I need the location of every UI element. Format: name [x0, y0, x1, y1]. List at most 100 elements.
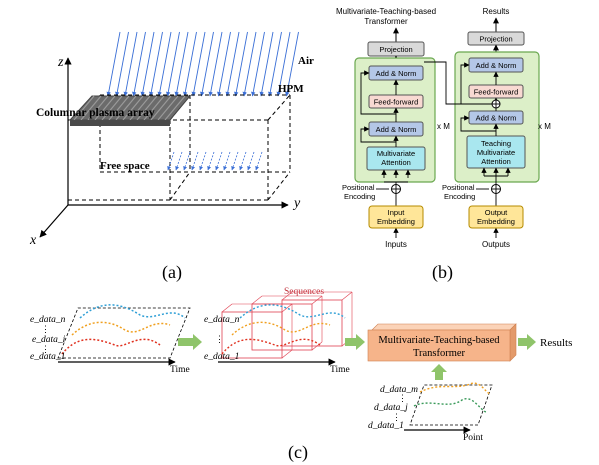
sequence-box-edge [221, 303, 233, 313]
axis-x-label: x [29, 233, 37, 248]
time-label-1: Time [170, 365, 190, 375]
positional-left-line1: Positional [342, 183, 375, 192]
e-data-n-label: e_data_n [30, 315, 66, 325]
attention-right-line2: Multivariate [477, 148, 515, 157]
plasma-column [136, 95, 158, 121]
flow-arrow-2 [345, 334, 365, 350]
seq-series-i [231, 321, 331, 336]
plasma-column [73, 95, 95, 121]
hpm-arrow [268, 31, 282, 97]
hpm-arrow [115, 31, 129, 97]
transformer-line2: Transformer [413, 348, 466, 359]
e-data-n-label-2: e_data_n [204, 315, 240, 325]
transmitted-arrow [199, 151, 207, 171]
sequences-plot: Sequences e_data_n e_data_1 ⋮ Time [204, 287, 353, 375]
hpm-arrow [157, 31, 172, 97]
e-data-1-label: e_data_1 [30, 352, 65, 362]
plasma-array-front [70, 120, 170, 126]
left-stack: Projection Add & Norm Feed-forward Add &… [342, 27, 450, 249]
panel-a-caption: (a) [162, 262, 182, 283]
input-embedding-line2: Embedding [377, 217, 415, 226]
projection-left-label: Projection [379, 45, 412, 54]
sequence-box-edge [341, 291, 353, 301]
hpm-incident-arrows [106, 31, 299, 97]
outputs-label: Outputs [482, 240, 510, 249]
hpm-arrow [200, 31, 214, 97]
transmitted-arrow [239, 151, 247, 171]
input-series-plot: e_data_n e_data_i e_data_1 ⋮ ⋮ Time [30, 304, 191, 375]
ellipsis-dots-a: ⋮ [41, 324, 50, 334]
panel-a: z y x Air HPM Columnar plasma array Free… [29, 31, 314, 283]
plasma-column [94, 95, 116, 121]
sequence-box [281, 299, 343, 347]
seq-series-n [239, 304, 346, 319]
transformer-line1: Multivariate-Teaching-based [378, 335, 500, 346]
plasma-column [164, 95, 186, 121]
decoder-series-plot: d_data_m d_data_j d_data_1 ⋮ ⋮ Point [368, 382, 493, 443]
hpm-arrow [149, 31, 163, 97]
transmitted-arrow [191, 151, 199, 171]
hpm-arrow [166, 31, 180, 97]
hpm-arrow [251, 31, 265, 97]
transmitted-arrow [247, 151, 255, 171]
projection-right-label: Projection [479, 35, 512, 44]
series-d-data-j [413, 398, 487, 413]
sequence-boxes [221, 291, 353, 359]
plasma-label: Columnar plasma array [36, 107, 155, 119]
hpm-arrow [285, 31, 299, 97]
panel-b-caption: (b) [432, 262, 453, 283]
d-data-j-label: d_data_j [374, 403, 408, 413]
d-data-1-label: d_data_1 [368, 421, 404, 431]
hpm-label: HPM [278, 83, 304, 95]
transmitted-arrow [207, 151, 215, 171]
repeat-right: x M [538, 122, 551, 131]
transmitted-arrow [255, 151, 263, 171]
plasma-column [108, 95, 130, 121]
add-norm-mid-left-label: Add & Norm [376, 125, 417, 134]
ellipsis-dots-e: ⋮ [392, 412, 401, 422]
sequence-box-edge [281, 291, 293, 301]
transmitted-arrow [183, 151, 191, 171]
attention-left-line1: Multivariate [377, 149, 415, 158]
series-e-data-n [79, 304, 186, 319]
axis-y-label: y [292, 196, 301, 211]
plasma-column [122, 95, 144, 121]
transmitted-arrow [231, 151, 239, 171]
add-norm-top-left-label: Add & Norm [376, 69, 417, 78]
point-label: Point [463, 433, 483, 443]
hpm-arrow [242, 31, 257, 97]
plasma-column [129, 95, 151, 121]
plasma-column [150, 95, 172, 121]
input-embedding-line1: Input [388, 208, 406, 217]
output-embedding-line2: Embedding [477, 217, 515, 226]
plasma-column [157, 95, 179, 121]
hpm-arrow [183, 31, 197, 97]
series-e-data-i [71, 321, 171, 336]
positional-right-line1: Positional [442, 183, 475, 192]
e-data-1-label-2: e_data_1 [204, 352, 239, 362]
positional-left-line2: Encoding [344, 192, 375, 201]
transmitted-arrow [175, 151, 183, 171]
hpm-arrow [123, 31, 138, 97]
axis-z-label: z [57, 55, 64, 70]
right-stack: Projection Add & Norm Feed-forward Add &… [424, 17, 551, 249]
time-label-2: Time [330, 365, 350, 375]
hpm-arrow [225, 31, 240, 97]
hpm-arrow [106, 31, 121, 97]
repeat-left: x M [437, 122, 450, 131]
transmitted-arrow [223, 151, 231, 171]
hpm-arrow [208, 31, 223, 97]
output-embedding-line1: Output [485, 208, 508, 217]
sequence-box-edge [281, 303, 293, 313]
add-norm-top-right-label: Add & Norm [476, 61, 517, 70]
results-label-b: Results [483, 7, 510, 16]
hpm-arrow [276, 31, 291, 97]
transmitted-arrow [167, 151, 175, 171]
attention-right-line1: Teaching [481, 139, 511, 148]
encoder-title-line1: Multivariate-Teaching-based [336, 7, 436, 16]
plasma-column [143, 95, 165, 121]
panel-c-caption: (c) [288, 442, 308, 463]
panel-c: e_data_n e_data_i e_data_1 ⋮ ⋮ Time Sequ… [30, 287, 572, 463]
plasma-column [87, 95, 109, 121]
hpm-arrow [259, 31, 274, 97]
